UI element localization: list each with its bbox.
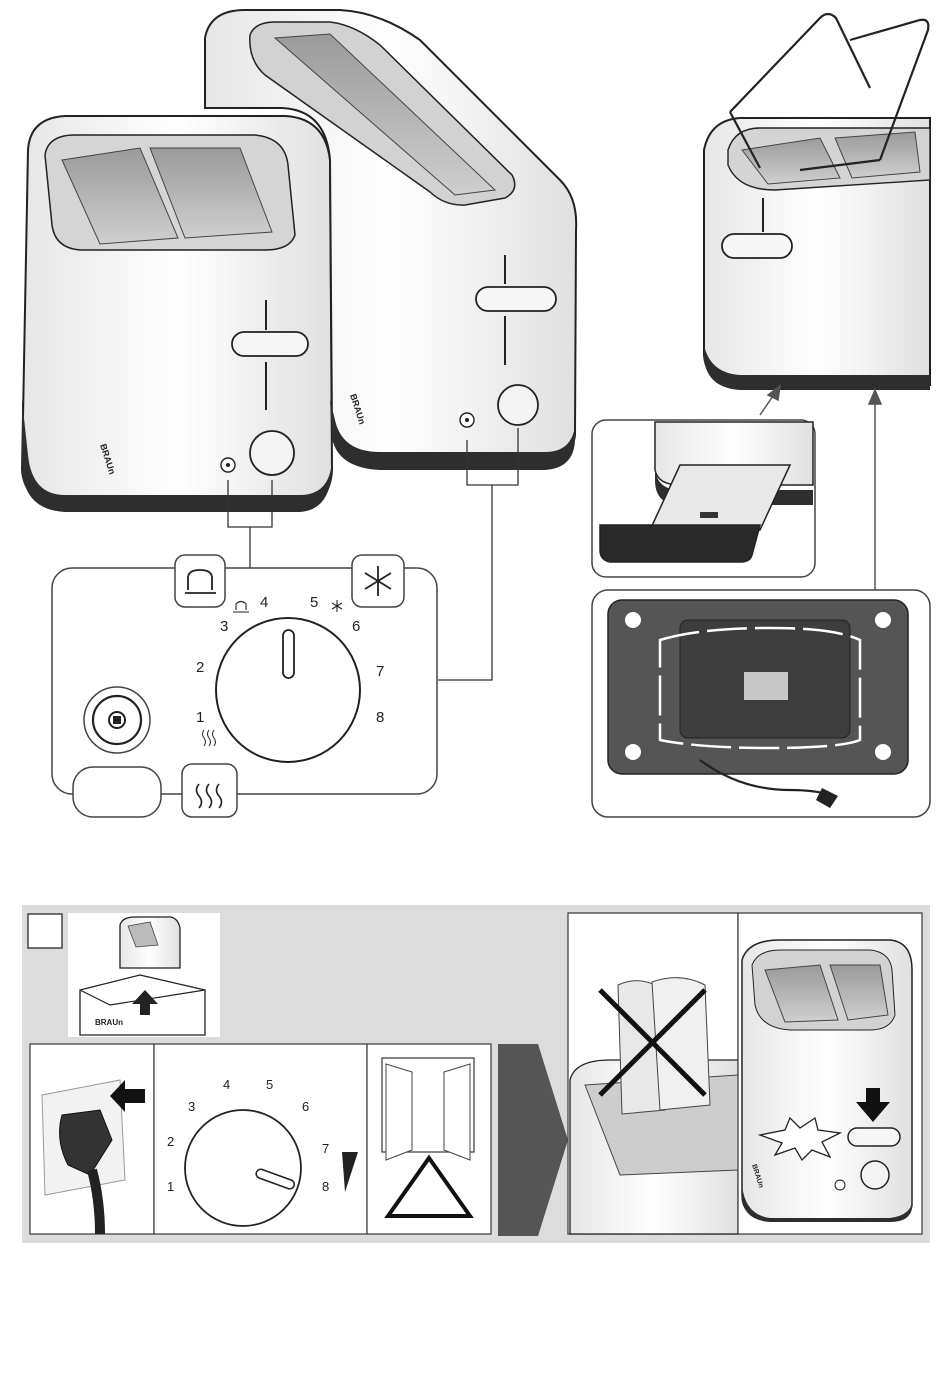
dial-pointer (283, 630, 294, 678)
small-dial-number-3: 3 (188, 1099, 195, 1114)
small-dial-number-1: 1 (167, 1179, 174, 1194)
dial-number-2: 2 (196, 659, 204, 676)
dial-number-5: 5 (310, 594, 318, 611)
browning-dial-small (185, 1110, 301, 1226)
reheat-icon (182, 764, 237, 817)
blank-tab (73, 767, 161, 817)
window-panel (367, 1044, 491, 1234)
control-panel-detail: 1 2 3 4 5 6 7 8 (52, 555, 437, 817)
toaster-with-bun-rack (704, 14, 930, 390)
dial-number-3: 3 (220, 618, 228, 635)
unboxing-illustration: BRAUn (68, 913, 220, 1037)
box-brand-logo: BRAUn (95, 1018, 123, 1027)
compact-toaster: BRAUn (22, 116, 332, 512)
small-dial-number-5: 5 (266, 1077, 273, 1092)
small-dial-number-4: 4 (223, 1077, 230, 1092)
dial-number-1: 1 (196, 709, 204, 726)
dial-panel-step: 1 2 3 4 5 6 7 8 (154, 1044, 367, 1234)
small-dial-number-2: 2 (167, 1134, 174, 1149)
dial-number-8: 8 (376, 709, 384, 726)
crumb-tray-detail (592, 420, 815, 577)
no-oversized-bread-panel (568, 913, 738, 1234)
dial-number-4: 4 (260, 594, 268, 611)
step-checkbox (28, 914, 62, 948)
dial-number-6: 6 (352, 618, 360, 635)
small-dial-number-8: 8 (322, 1179, 329, 1194)
underside-detail (592, 590, 930, 817)
dial-number-7: 7 (376, 663, 384, 680)
plug-panel (30, 1044, 154, 1234)
small-dial-number-7: 7 (322, 1141, 329, 1156)
small-dial-number-6: 6 (302, 1099, 309, 1114)
press-lever-panel: BRAUn (738, 913, 922, 1234)
bun-warmer-icon (175, 555, 225, 607)
